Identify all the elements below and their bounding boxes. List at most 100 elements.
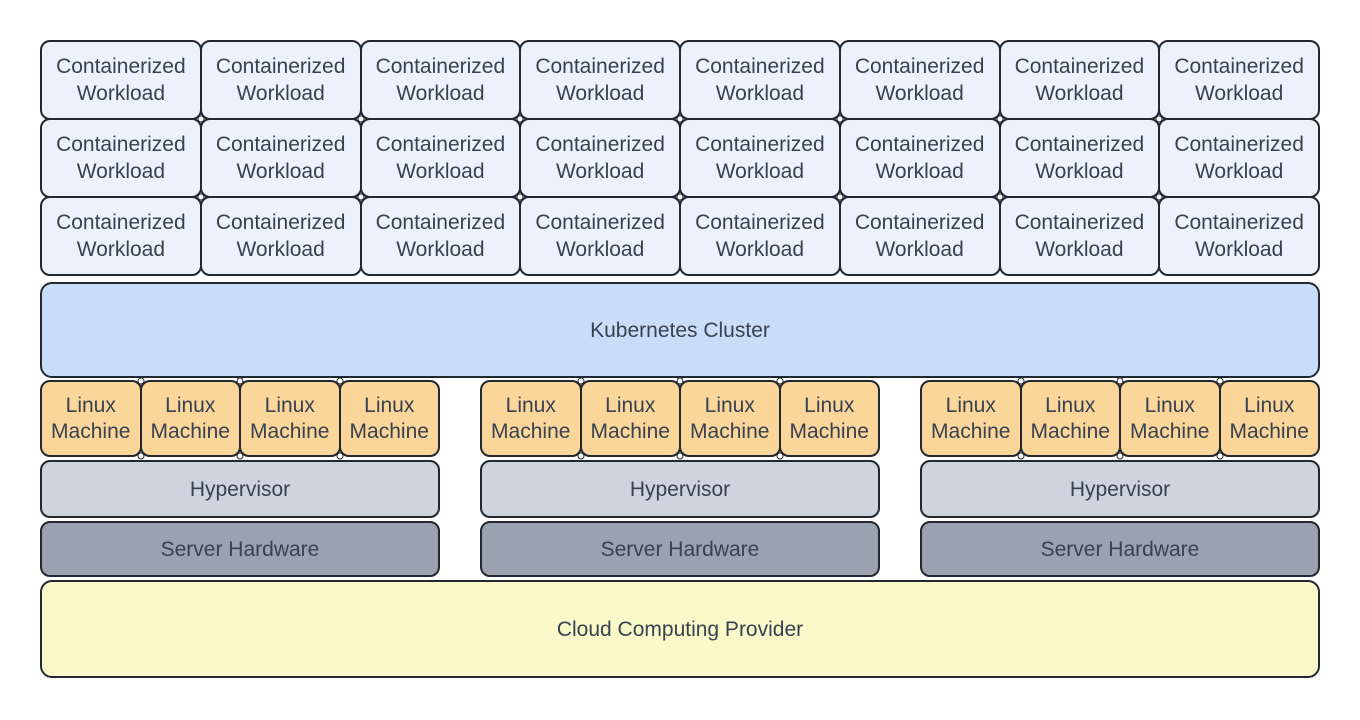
containerized-workload-box: Containerized Workload xyxy=(359,118,522,198)
server-hardware-bar: Server Hardware xyxy=(480,521,880,577)
containerized-workload-label: Containerized Workload xyxy=(56,55,186,105)
containerized-workload-box: Containerized Workload xyxy=(519,118,681,198)
containerized-workload-box: Containerized Workload xyxy=(838,40,1001,120)
linux-machine-label: Linux Machine xyxy=(1130,393,1210,443)
containerized-workload-label: Containerized Workload xyxy=(854,211,985,261)
containerized-workload-box: Containerized Workload xyxy=(679,40,841,120)
hypervisor-bar: Hypervisor xyxy=(480,460,880,518)
server-hardware-bar: Server Hardware xyxy=(920,521,1320,577)
linux-machines-row: Linux Machine Linux Machine Linux Machine L… xyxy=(480,380,880,457)
containerized-workload-label: Containerized Workload xyxy=(1014,55,1145,105)
containerized-workload-label: Containerized Workload xyxy=(375,211,506,261)
server-hardware-label: Server Hardware xyxy=(1040,537,1200,561)
containerized-workload-label: Containerized Workload xyxy=(1174,211,1304,261)
containerized-workload-box: Containerized Workload xyxy=(519,40,681,120)
containerized-workload-box: Containerized Workload xyxy=(1158,196,1320,276)
containerized-workload-label: Containerized Workload xyxy=(854,55,985,105)
linux-machine-label: Linux Machine xyxy=(51,393,131,443)
node-group: Linux Machine Linux Machine Linux Machine L… xyxy=(920,380,1320,577)
containerized-workload-label: Containerized Workload xyxy=(695,55,825,105)
containerized-workload-label: Containerized Workload xyxy=(215,211,346,261)
linux-machine-label: Linux Machine xyxy=(1030,393,1110,443)
linux-machine-box: Linux Machine xyxy=(480,380,582,457)
containerized-workload-label: Containerized Workload xyxy=(215,55,346,105)
server-hardware-label: Server Hardware xyxy=(160,537,320,561)
workload-row: Containerized Workload Containerized Work… xyxy=(40,118,1320,198)
hypervisor-bar: Hypervisor xyxy=(920,460,1320,518)
node-group: Linux Machine Linux Machine Linux Machine L… xyxy=(480,380,880,577)
linux-machine-label: Linux Machine xyxy=(690,393,770,443)
linux-machine-label: Linux Machine xyxy=(250,393,330,443)
containerized-workload-box: Containerized Workload xyxy=(1158,40,1320,120)
containerized-workload-label: Containerized Workload xyxy=(56,211,186,261)
containerized-workload-box: Containerized Workload xyxy=(679,118,841,198)
cloud-provider-bar: Cloud Computing Provider xyxy=(40,580,1320,678)
containerized-workload-box: Containerized Workload xyxy=(199,196,362,276)
workload-row: Containerized Workload Containerized Work… xyxy=(40,196,1320,276)
linux-machine-box: Linux Machine xyxy=(40,380,142,457)
linux-machine-label: Linux Machine xyxy=(150,393,230,443)
containerized-workload-box: Containerized Workload xyxy=(838,118,1001,198)
kubernetes-cluster-bar: Kubernetes Cluster xyxy=(40,282,1320,378)
containerized-workload-label: Containerized Workload xyxy=(695,133,825,183)
linux-machine-label: Linux Machine xyxy=(789,393,869,443)
containerized-workload-box: Containerized Workload xyxy=(199,118,362,198)
containerized-workload-label: Containerized Workload xyxy=(1174,133,1304,183)
node-group: Linux Machine Linux Machine Linux Machine L… xyxy=(40,380,440,577)
containerized-workload-label: Containerized Workload xyxy=(535,133,665,183)
kubernetes-cluster-label: Kubernetes Cluster xyxy=(590,318,770,342)
containerized-workload-box: Containerized Workload xyxy=(679,196,841,276)
containerized-workload-label: Containerized Workload xyxy=(535,211,665,261)
containerized-workload-label: Containerized Workload xyxy=(695,211,825,261)
server-hardware-bar: Server Hardware xyxy=(40,521,440,577)
containerized-workload-box: Containerized Workload xyxy=(998,196,1161,276)
containerized-workload-label: Containerized Workload xyxy=(1014,211,1145,261)
containerized-workload-box: Containerized Workload xyxy=(1158,118,1320,198)
linux-machine-box: Linux Machine xyxy=(1218,380,1320,457)
linux-machine-box: Linux Machine xyxy=(579,380,681,457)
containerized-workload-box: Containerized Workload xyxy=(998,40,1161,120)
linux-machine-box: Linux Machine xyxy=(778,380,880,457)
server-hardware-label: Server Hardware xyxy=(600,537,760,561)
containerized-workload-box: Containerized Workload xyxy=(359,40,522,120)
linux-machine-box: Linux Machine xyxy=(338,380,440,457)
containerized-workload-box: Containerized Workload xyxy=(838,196,1001,276)
workload-row: Containerized Workload Containerized Work… xyxy=(40,40,1320,120)
containerized-workload-label: Containerized Workload xyxy=(56,133,186,183)
linux-machine-label: Linux Machine xyxy=(931,393,1011,443)
containerized-workload-box: Containerized Workload xyxy=(40,118,202,198)
node-groups-row: Linux Machine Linux Machine Linux Machine L… xyxy=(40,380,1320,577)
hypervisor-label: Hypervisor xyxy=(629,477,731,501)
containerized-workload-label: Containerized Workload xyxy=(535,55,665,105)
containerized-workload-label: Containerized Workload xyxy=(375,55,506,105)
linux-machines-row: Linux Machine Linux Machine Linux Machine L… xyxy=(920,380,1320,457)
linux-machines-row: Linux Machine Linux Machine Linux Machine L… xyxy=(40,380,440,457)
hypervisor-bar: Hypervisor xyxy=(40,460,440,518)
linux-machine-box: Linux Machine xyxy=(679,380,781,457)
containerized-workload-label: Containerized Workload xyxy=(375,133,506,183)
containerized-workload-box: Containerized Workload xyxy=(40,196,202,276)
containerized-workload-box: Containerized Workload xyxy=(40,40,202,120)
containerized-workload-box: Containerized Workload xyxy=(199,40,362,120)
hypervisor-label: Hypervisor xyxy=(189,477,291,501)
containerized-workload-label: Containerized Workload xyxy=(1014,133,1145,183)
cloud-provider-label: Cloud Computing Provider xyxy=(556,617,804,641)
containerized-workload-box: Containerized Workload xyxy=(519,196,681,276)
containerized-workload-label: Containerized Workload xyxy=(854,133,985,183)
containerized-workload-label: Containerized Workload xyxy=(215,133,346,183)
linux-machine-label: Linux Machine xyxy=(590,393,670,443)
linux-machine-box: Linux Machine xyxy=(920,380,1022,457)
linux-machine-label: Linux Machine xyxy=(491,393,571,443)
containerized-workload-box: Containerized Workload xyxy=(359,196,522,276)
containerized-workload-box: Containerized Workload xyxy=(998,118,1161,198)
linux-machine-label: Linux Machine xyxy=(349,393,429,443)
containerized-workload-label: Containerized Workload xyxy=(1174,55,1304,105)
linux-machine-box: Linux Machine xyxy=(1119,380,1221,457)
linux-machine-box: Linux Machine xyxy=(1019,380,1121,457)
linux-machine-box: Linux Machine xyxy=(239,380,341,457)
linux-machine-label: Linux Machine xyxy=(1229,393,1309,443)
hypervisor-label: Hypervisor xyxy=(1069,477,1171,501)
